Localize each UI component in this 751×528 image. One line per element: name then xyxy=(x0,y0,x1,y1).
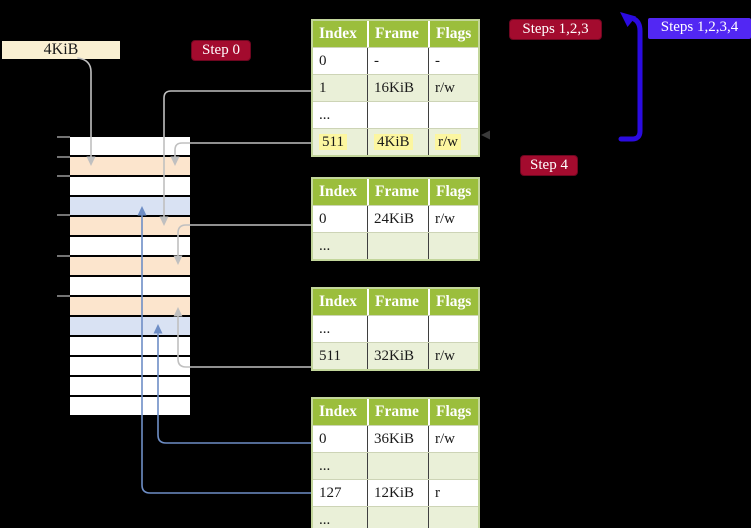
column-header: Index xyxy=(319,293,357,310)
step-0-badge: Step 0 xyxy=(191,40,251,61)
loop-arrowhead-into-table1-head xyxy=(481,130,490,140)
table-cell: 4KiB xyxy=(367,129,428,155)
column-header: Index xyxy=(319,183,357,200)
table-row: ... xyxy=(313,232,478,259)
table-cell: - xyxy=(428,48,478,74)
column-header: Frame xyxy=(367,21,428,47)
table-cell: r xyxy=(428,480,478,506)
table-row: ... xyxy=(313,452,478,479)
table-row: 511 4KiB r/w xyxy=(313,128,478,155)
table-cell: r/w xyxy=(428,129,478,155)
memory-frame-row xyxy=(70,237,190,257)
table-cell xyxy=(428,507,478,528)
table-row: 0 -- xyxy=(313,47,478,74)
table-cell: 36KiB xyxy=(367,426,428,452)
highlighted-value: 511 xyxy=(319,134,347,150)
memory-strip xyxy=(70,137,190,415)
table-cell: ... xyxy=(319,107,331,123)
table-cell: 127 xyxy=(319,485,342,501)
table-cell: 32KiB xyxy=(367,343,428,369)
table-cell: 24KiB xyxy=(367,206,428,232)
column-header: Frame xyxy=(367,179,428,205)
table-cell: 511 xyxy=(319,348,341,364)
table-cell xyxy=(428,453,478,479)
table-cell: 511 xyxy=(313,129,367,155)
column-header: Index xyxy=(319,25,357,42)
steps-1234-badge: Steps 1,2,3,4 xyxy=(648,18,751,39)
step-4-badge: Step 4 xyxy=(520,155,578,176)
table-row: ... xyxy=(313,506,478,528)
memory-frame-row xyxy=(70,217,190,237)
memory-frame-row xyxy=(70,197,190,217)
table-cell: ... xyxy=(319,321,331,337)
table-row: ... xyxy=(313,315,478,342)
table-cell xyxy=(367,316,428,342)
highlighted-value: 4KiB xyxy=(374,134,413,150)
recursive-loop-arrow xyxy=(618,16,643,142)
memory-frame-row xyxy=(70,297,190,317)
frame-size-label: 4KiB xyxy=(2,41,120,59)
memory-frame-row xyxy=(70,177,190,197)
table-cell xyxy=(428,316,478,342)
column-header: Frame xyxy=(367,399,428,425)
table-cell: 16KiB xyxy=(367,75,428,101)
table-cell: 0 xyxy=(319,53,327,69)
memory-frame-row xyxy=(70,137,190,157)
table-cell: 0 xyxy=(319,211,327,227)
table-cell: r/w xyxy=(428,426,478,452)
memory-frame-row xyxy=(70,257,190,277)
column-header: Flags xyxy=(428,399,478,425)
column-header: Index xyxy=(319,403,357,420)
memory-frame-row xyxy=(70,317,190,337)
table-cell: 1 xyxy=(319,80,327,96)
table-cell: r/w xyxy=(428,206,478,232)
table-cell: - xyxy=(367,48,428,74)
memory-frame-row xyxy=(70,397,190,415)
table-cell xyxy=(367,102,428,128)
table-cell xyxy=(367,233,428,259)
column-header: Flags xyxy=(428,21,478,47)
table-cell xyxy=(428,102,478,128)
memory-frame-row xyxy=(70,377,190,397)
table-cell: r/w xyxy=(428,75,478,101)
table-cell: ... xyxy=(319,238,331,254)
column-header: Flags xyxy=(428,179,478,205)
memory-frame-row xyxy=(70,357,190,377)
column-header: Frame xyxy=(367,289,428,315)
table-row: ... xyxy=(313,101,478,128)
highlighted-value: r/w xyxy=(435,134,461,150)
table-cell: 12KiB xyxy=(367,480,428,506)
table-cell: 0 xyxy=(319,431,327,447)
memory-frame-row xyxy=(70,157,190,177)
memory-frame-row xyxy=(70,337,190,357)
memory-frame-row xyxy=(70,277,190,297)
table-cell: ... xyxy=(319,458,331,474)
steps-123-badge: Steps 1,2,3 xyxy=(509,19,602,40)
table-cell xyxy=(367,453,428,479)
table-cell: ... xyxy=(319,512,331,528)
table-cell xyxy=(367,507,428,528)
column-header: Flags xyxy=(428,289,478,315)
table-cell: r/w xyxy=(428,343,478,369)
table-cell xyxy=(428,233,478,259)
recursive-loop-arrow-head xyxy=(620,12,636,27)
